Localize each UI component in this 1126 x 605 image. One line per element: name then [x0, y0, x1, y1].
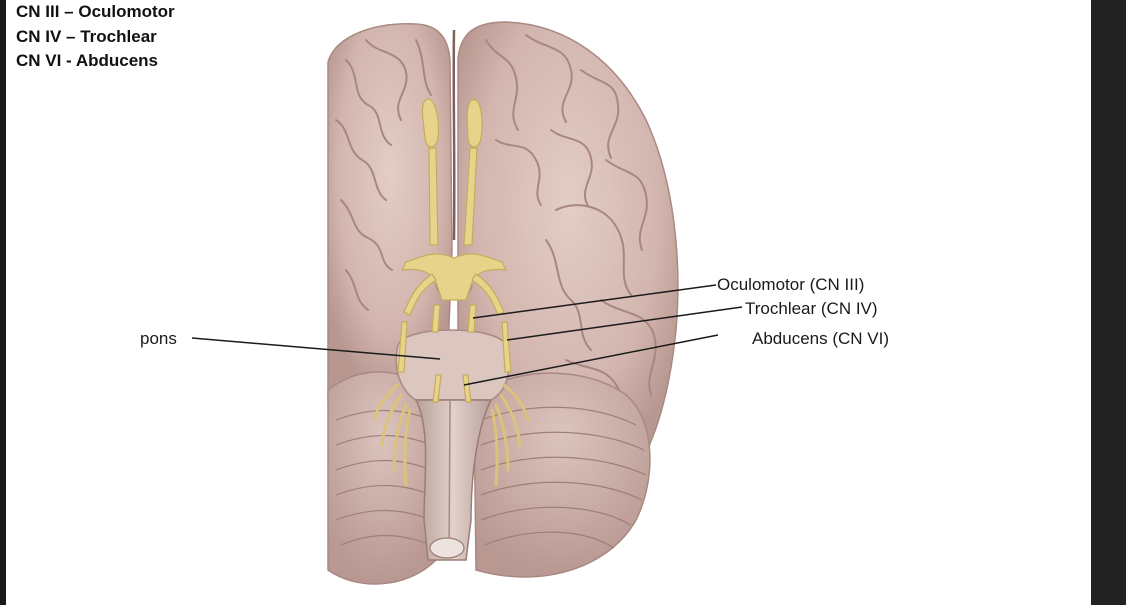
slide: CN III – Oculomotor CN IV – Trochlear CN… [6, 0, 1091, 605]
anterior-median-fissure [448, 399, 451, 556]
oculomotor-nerve-left [431, 304, 441, 333]
heading-line-oculomotor: CN III – Oculomotor [16, 2, 175, 21]
right-olfactory-tract [463, 147, 478, 246]
abducens-label: Abducens (CN VI) [752, 329, 889, 348]
pons-leader [191, 337, 441, 360]
cerebrum [327, 21, 679, 481]
trochlear-nerve-right [501, 321, 512, 373]
cranial-nerves [397, 98, 512, 403]
abducens-leader [463, 334, 719, 386]
right-hemisphere [457, 21, 679, 481]
trochlear-label: Trochlear (CN IV) [745, 299, 878, 318]
oculomotor-leader [472, 284, 717, 319]
longitudinal-fissure [452, 29, 456, 241]
window-edge [1091, 0, 1126, 605]
optic-tract-left [403, 273, 437, 316]
pons-label: pons [140, 329, 177, 348]
leader-lines [191, 284, 743, 386]
heading-line-abducens: CN VI - Abducens [16, 51, 158, 70]
lower-cranial-nerve-roots [372, 383, 530, 487]
medulla-spinal-cord [414, 399, 493, 561]
cerebellum-right [473, 372, 651, 578]
brain-illustration [191, 21, 743, 585]
pons [395, 329, 510, 401]
left-olfactory-tract [428, 147, 439, 246]
optic-tract-right [471, 273, 505, 316]
trochlear-leader [506, 306, 743, 341]
left-olfactory-bulb [421, 98, 439, 148]
abducens-nerve-left [432, 374, 442, 403]
right-olfactory-bulb [466, 98, 483, 148]
oculomotor-label: Oculomotor (CN III) [717, 275, 865, 294]
spinal-cord-cross-section [429, 537, 465, 559]
oculomotor-nerve-right [467, 304, 477, 333]
left-hemisphere [327, 23, 453, 401]
heading: CN III – Oculomotor CN IV – Trochlear CN… [16, 0, 175, 74]
abducens-nerve-right [462, 374, 472, 403]
heading-line-trochlear: CN IV – Trochlear [16, 26, 157, 46]
